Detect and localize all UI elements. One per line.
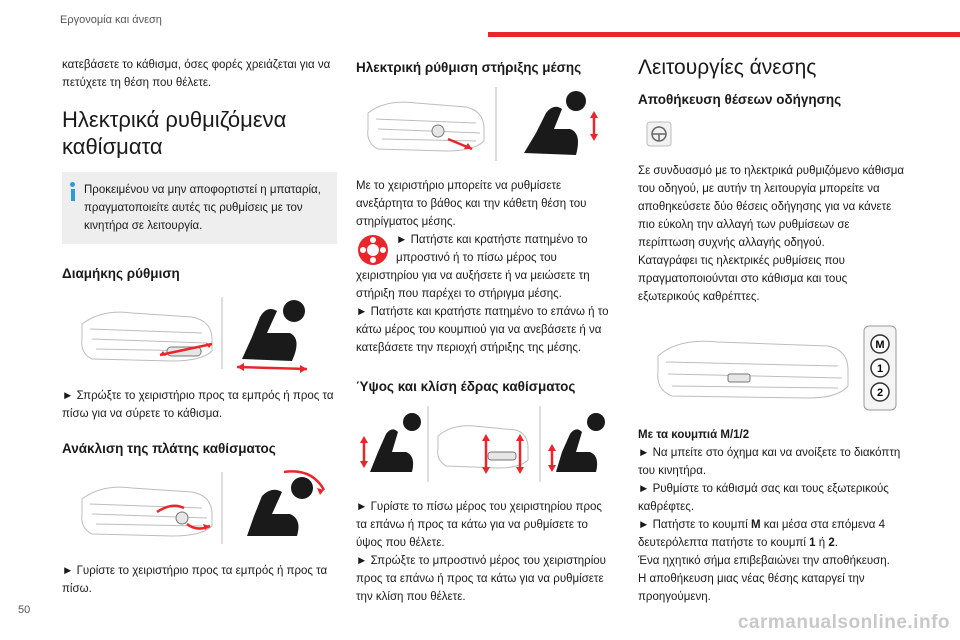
height-text-1: ► Γυρίστε το πίσω μέρος του χειριστηρίου… [356,501,602,549]
intro-paragraph: κατεβάσετε το κάθισμα, όσες φορές χρειάζ… [62,59,331,89]
lumbar-text-2: ► Πατήστε και κρατήστε πατημένο το μπροσ… [356,231,614,303]
column-3: Λειτουργίες άνεσης Αποθήκευση θέσεων οδή… [638,56,906,606]
longitudinal-text: ► Σπρώξτε το χειριστήριο προς τα εμπρός … [62,390,334,420]
memory-step-3-m: M [751,519,761,531]
watermark: carmanualsonline.info [737,612,950,633]
backrest-text: ► Γυρίστε το χειριστήριο προς τα εμπρός … [62,565,328,595]
memory-button-1[interactable] [870,358,890,378]
section-heading-electric-seats: Ηλεκτρικά ρυθμιζόμενα καθίσματα [62,107,287,159]
memory-heading: Αποθήκευση θέσεων οδήγησης [638,92,842,107]
memory-text-3: Ένα ηχητικό σήμα επιβεβαιώνει την αποθήκ… [638,555,890,567]
memory-button-1-label: 1 [877,363,883,375]
page-number: 50 [18,604,31,616]
with-buttons-heading: Με τα κουμπιά M/1/2 [638,429,750,441]
memory-step-3-2: 2 [828,537,835,549]
lumbar-text-1: Με το χειριστήριο μπορείτε να ρυθμίσετε … [356,180,587,228]
header-title: Εργονομία και άνεση [60,14,162,26]
lumbar-text-3: ► Πατήστε και κρατήστε πατημένο το επάνω… [356,306,609,354]
column-1: κατεβάσετε το κάθισμα, όσες φορές χρειάζ… [62,56,337,598]
height-heading: Ύψος και κλίση έδρας καθίσματος [356,379,576,394]
memory-illustration: M 1 2 [638,316,906,416]
column-2: Ηλεκτρική ρύθμιση στήριξης μέσης Με το χ… [356,56,614,606]
memory-step-3-c: ή [815,537,829,549]
battery-note: Προκειμένου να μην αποφορτιστεί η μπαταρ… [62,172,337,244]
height-illustration [356,402,614,488]
height-text-2: ► Σπρώξτε το μπροστινό μέρος του χειριστ… [356,555,606,603]
longitudinal-illustration [62,289,337,377]
longitudinal-heading: Διαμήκης ρύθμιση [62,266,180,281]
memory-step-3: ► Πατήστε το κουμπί M και μέσα στα επόμε… [638,516,906,552]
lumbar-text-2-content: ► Πατήστε και κρατήστε πατημένο το μπροσ… [356,234,590,300]
driving-position-icon [646,121,672,147]
backrest-heading: Ανάκλιση της πλάτης καθίσματος [62,441,276,456]
memory-text-4: Η αποθήκευση μιας νέας θέσης καταργεί τη… [638,573,865,603]
header-accent-bar [488,32,960,37]
memory-button-2[interactable] [870,382,890,402]
memory-step-3-a: ► Πατήστε το κουμπί [638,519,752,531]
memory-text-1: Σε συνδυασμό με το ηλεκτρικά ρυθμιζόμενο… [638,165,905,249]
info-icon [70,182,76,202]
lumbar-control-icon [358,235,388,265]
memory-button-m-label: M [875,339,884,351]
memory-step-3-1: 1 [809,537,816,549]
lumbar-illustration [356,83,614,167]
memory-step-2: ► Ρυθμίστε το κάθισμά σας και τους εξωτε… [638,483,889,513]
lumbar-heading: Ηλεκτρική ρύθμιση στήριξης μέσης [356,60,582,75]
memory-button-m[interactable] [870,334,890,354]
backrest-illustration [62,464,337,552]
memory-button-2-label: 2 [877,387,883,399]
memory-step-1: ► Να μπείτε στο όχημα και να ανοίξετε το… [638,447,901,477]
comfort-heading: Λειτουργίες άνεσης [638,56,817,79]
memory-step-3-d: . [834,537,838,549]
memory-step-3-b: και μέσα στα επόμενα 4 δευτερόλεπτα πατή… [638,519,886,549]
memory-text-2: Καταγράφει τις ηλεκτρικές ρυθμίσεις που … [638,255,848,303]
battery-note-text: Προκειμένου να μην αποφορτιστεί η μπαταρ… [84,184,321,232]
